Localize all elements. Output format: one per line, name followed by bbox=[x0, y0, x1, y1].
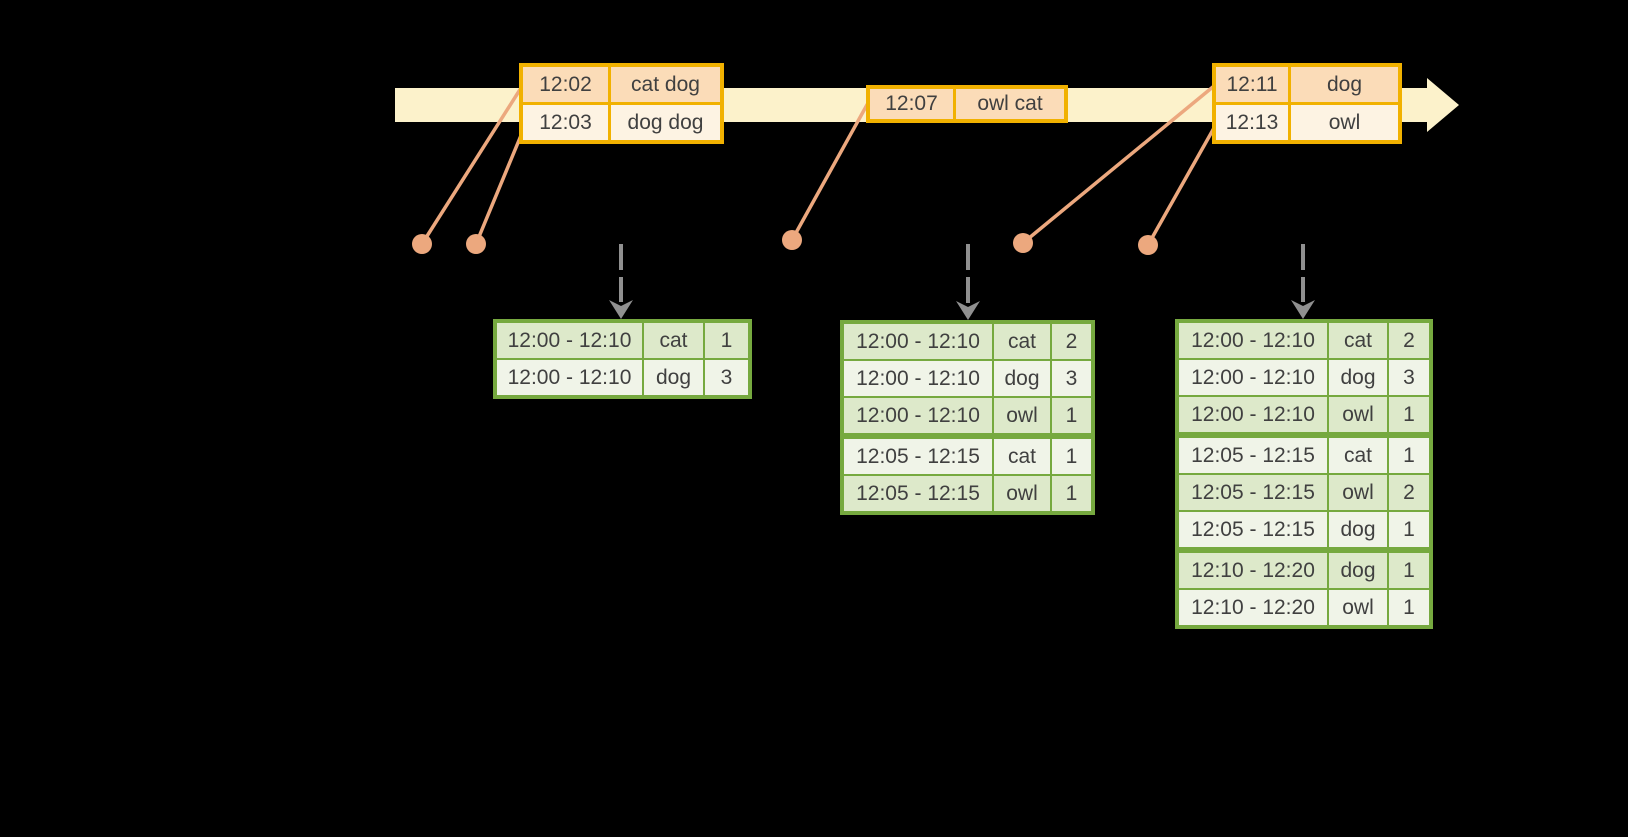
count-cell: 1 bbox=[1389, 590, 1429, 625]
window-cell: 12:10 - 12:20 bbox=[1179, 590, 1327, 625]
word-cell: dog bbox=[994, 361, 1050, 396]
count-cell: 3 bbox=[1052, 361, 1091, 396]
event-dot-icon bbox=[412, 234, 432, 254]
word-cell: owl bbox=[1329, 475, 1387, 510]
trigger-arrowhead-icon bbox=[609, 300, 633, 319]
window-cell: 12:00 - 12:10 bbox=[844, 361, 992, 396]
table-row: 12:05 - 12:15 dog 1 bbox=[1179, 512, 1429, 547]
word-cell: dog bbox=[1329, 553, 1387, 588]
result-table-2: 12:00 - 12:10 cat 2 12:00 - 12:10 dog 3 … bbox=[840, 320, 1095, 515]
count-cell: 1 bbox=[1052, 476, 1091, 511]
word-cell: cat bbox=[994, 324, 1050, 359]
table-row: 12:10 - 12:20 owl 1 bbox=[1179, 590, 1429, 625]
word-cell: cat bbox=[1329, 323, 1387, 358]
event-line bbox=[474, 132, 524, 245]
count-cell: 2 bbox=[1389, 323, 1429, 358]
table-row: 12:00 - 12:10 cat 1 bbox=[497, 323, 748, 358]
table-row: 12:05 - 12:15 owl 1 bbox=[844, 476, 1091, 511]
word-cell: cat bbox=[644, 323, 703, 358]
window-cell: 12:00 - 12:10 bbox=[497, 360, 642, 395]
event-time: 12:11 bbox=[1216, 67, 1288, 102]
word-cell: owl bbox=[994, 476, 1050, 511]
count-cell: 1 bbox=[1389, 553, 1429, 588]
window-cell: 12:05 - 12:15 bbox=[1179, 438, 1327, 473]
table-row: 12:00 - 12:10 dog 3 bbox=[844, 361, 1091, 396]
count-cell: 3 bbox=[705, 360, 748, 395]
result-table-3: 12:00 - 12:10 cat 2 12:00 - 12:10 dog 3 … bbox=[1175, 319, 1433, 629]
word-cell: dog bbox=[644, 360, 703, 395]
table-row: 12:05 - 12:15 owl 2 bbox=[1179, 475, 1429, 510]
window-cell: 12:00 - 12:10 bbox=[1179, 323, 1327, 358]
word-cell: dog bbox=[1329, 360, 1387, 395]
table-row: 12:00 - 12:10 cat 2 bbox=[1179, 323, 1429, 358]
word-cell: dog bbox=[1329, 512, 1387, 547]
event-words: cat dog bbox=[611, 67, 720, 102]
window-cell: 12:05 - 12:15 bbox=[1179, 512, 1327, 547]
table-row: 12:10 - 12:20 dog 1 bbox=[1179, 553, 1429, 588]
event-time: 12:13 bbox=[1216, 105, 1288, 140]
result-table-1: 12:00 - 12:10 cat 1 12:00 - 12:10 dog 3 bbox=[493, 319, 752, 399]
event-table-1: 12:02 cat dog 12:03 dog dog bbox=[519, 63, 724, 144]
word-cell: owl bbox=[1329, 397, 1387, 432]
count-cell: 2 bbox=[1052, 324, 1091, 359]
word-cell: owl bbox=[994, 398, 1050, 433]
event-dots bbox=[412, 230, 1158, 255]
event-dot-icon bbox=[782, 230, 802, 250]
count-cell: 1 bbox=[1389, 438, 1429, 473]
window-cell: 12:05 - 12:15 bbox=[1179, 475, 1327, 510]
event-dot-icon bbox=[1013, 233, 1033, 253]
window-cell: 12:05 - 12:15 bbox=[844, 476, 992, 511]
count-cell: 1 bbox=[1389, 397, 1429, 432]
table-row: 12:00 - 12:10 cat 2 bbox=[844, 324, 1091, 359]
table-row: 12:00 - 12:10 owl 1 bbox=[844, 398, 1091, 433]
event-words: owl bbox=[1291, 105, 1398, 140]
count-cell: 1 bbox=[1052, 398, 1091, 433]
event-table-3: 12:11 dog 12:13 owl bbox=[1212, 63, 1402, 144]
event-table-2: 12:07 owl cat bbox=[866, 85, 1068, 123]
table-row: 12:05 - 12:15 cat 1 bbox=[1179, 438, 1429, 473]
word-cell: owl bbox=[1329, 590, 1387, 625]
event-words: dog dog bbox=[611, 105, 720, 140]
window-cell: 12:00 - 12:10 bbox=[844, 398, 992, 433]
trigger-arrows bbox=[619, 244, 1305, 303]
window-cell: 12:00 - 12:10 bbox=[1179, 397, 1327, 432]
event-dot-icon bbox=[1138, 235, 1158, 255]
event-dot-icon bbox=[466, 234, 486, 254]
event-line bbox=[790, 102, 870, 241]
word-cell: cat bbox=[994, 439, 1050, 474]
window-cell: 12:00 - 12:10 bbox=[1179, 360, 1327, 395]
word-cell: cat bbox=[1329, 438, 1387, 473]
count-cell: 1 bbox=[1389, 512, 1429, 547]
window-cell: 12:00 - 12:10 bbox=[844, 324, 992, 359]
event-time: 12:03 bbox=[523, 105, 608, 140]
window-cell: 12:00 - 12:10 bbox=[497, 323, 642, 358]
event-line bbox=[420, 87, 523, 245]
count-cell: 3 bbox=[1389, 360, 1429, 395]
event-time: 12:07 bbox=[870, 89, 953, 119]
event-line bbox=[1146, 127, 1216, 246]
count-cell: 2 bbox=[1389, 475, 1429, 510]
count-cell: 1 bbox=[1052, 439, 1091, 474]
window-cell: 12:05 - 12:15 bbox=[844, 439, 992, 474]
table-row: 12:00 - 12:10 dog 3 bbox=[497, 360, 748, 395]
trigger-arrowheads bbox=[609, 300, 1315, 320]
event-time: 12:02 bbox=[523, 67, 608, 102]
table-row: 12:00 - 12:10 dog 3 bbox=[1179, 360, 1429, 395]
trigger-arrowhead-icon bbox=[956, 301, 980, 320]
count-cell: 1 bbox=[705, 323, 748, 358]
window-cell: 12:10 - 12:20 bbox=[1179, 553, 1327, 588]
table-row: 12:05 - 12:15 cat 1 bbox=[844, 439, 1091, 474]
trigger-arrowhead-icon bbox=[1291, 300, 1315, 319]
event-words: owl cat bbox=[956, 89, 1064, 119]
table-row: 12:00 - 12:10 owl 1 bbox=[1179, 397, 1429, 432]
event-words: dog bbox=[1291, 67, 1398, 102]
